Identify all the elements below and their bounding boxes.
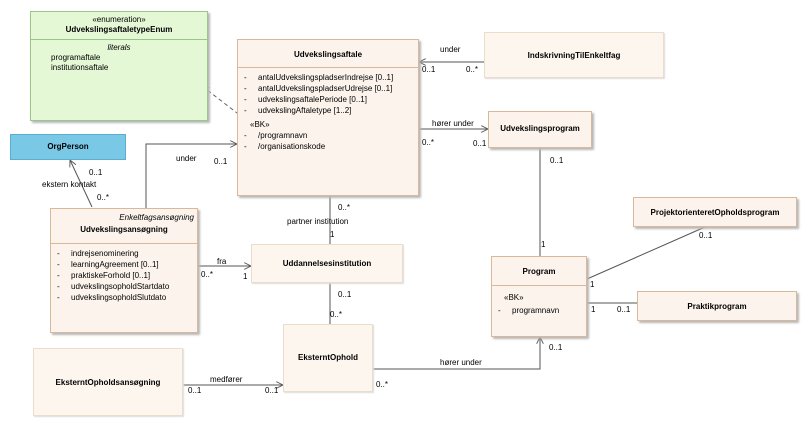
class-name: OrgPerson [47, 142, 89, 151]
class-name: Udvekslingsansøgning [80, 225, 168, 234]
class-name: Udvekslingsprogram [500, 124, 580, 133]
multiplicity-label: 0..* [201, 270, 214, 279]
bk-stereotype: «BK» [504, 293, 524, 302]
bk-stereotype: «BK» [250, 120, 270, 129]
attribute-row: -learningAgreement [0..1] [57, 260, 159, 269]
multiplicity-label: 0..1 [265, 386, 279, 395]
attribute-row: -indrejsenominering [57, 249, 139, 258]
multiplicity-label: 0..1 [617, 305, 631, 314]
multiplicity-label: 0..* [422, 138, 435, 147]
role-label: under [440, 45, 461, 54]
attribute-row: -udvekslingsopholdStartdato [57, 282, 170, 291]
attribute-row: -programnavn [498, 306, 560, 315]
multiplicity-label: 0..1 [699, 231, 713, 240]
multiplicity-label: 0..1 [89, 168, 103, 177]
attribute-row: -antalUdvekslingspladserIndrejse [0..1] [244, 73, 394, 82]
multiplicity-label: 0..1 [214, 157, 228, 166]
multiplicity-label: 0..* [330, 310, 343, 319]
enum-literal: institutionsaftale [51, 63, 109, 72]
class-name: Program [522, 267, 556, 276]
class-udvekslingsprogram[interactable]: Udvekslingsprogram [488, 111, 592, 148]
multiplicity-label: 0..* [466, 65, 479, 74]
multiplicity-label: 0..1 [422, 65, 436, 74]
attribute-row: -/organisationskode [244, 142, 326, 151]
class-udvekslingsansoegning[interactable]: Enkeltfagsansøgning Udvekslingsansøgning… [50, 208, 198, 333]
multiplicity-label: 0..* [338, 203, 351, 212]
enum-stereotype: «enumeration» [92, 15, 146, 24]
multiplicity-label: 1 [591, 305, 596, 314]
multiplicity-label: 0..1 [188, 386, 202, 395]
multiplicity-label: 0..1 [549, 343, 563, 352]
class-eksterntophold[interactable]: EksterntOphold [283, 324, 373, 392]
multiplicity-label: 1 [541, 240, 546, 249]
attribute-row: -antalUdvekslingspladserUdrejse [0..1] [244, 84, 393, 93]
class-name: IndskrivningTilEnkeltfag [527, 51, 621, 60]
multiplicity-label: 0..1 [550, 156, 564, 165]
abstract-label: Enkeltfagsansøgning [119, 213, 194, 222]
role-label: hører under [432, 119, 474, 128]
role-label: hører under [440, 358, 482, 367]
class-name: Praktikprogram [687, 302, 747, 311]
attribute-row: -udvekslingsaftalePeriode [0..1] [244, 95, 367, 104]
class-indskrivning[interactable]: IndskrivningTilEnkeltfag [484, 32, 664, 78]
class-name: Udvekslingsaftale [293, 50, 363, 59]
role-label: fra [217, 257, 227, 266]
class-eksterntopholdsansoegning[interactable]: EksterntOpholdsansøgning [33, 348, 183, 416]
enum-section-label: literals [107, 43, 131, 52]
class-program[interactable]: Program «BK» -programnavn [491, 256, 587, 337]
multiplicity-label: 0..1 [473, 139, 487, 148]
attribute-row: -praktiskeForhold [0..1] [57, 271, 151, 280]
enum-class-box[interactable]: «enumeration» UdvekslingsaftaletypeEnum … [30, 11, 208, 121]
enum-class-name: UdvekslingsaftaletypeEnum [65, 25, 173, 34]
multiplicity-label: 0..* [97, 193, 110, 202]
class-name: Uddannelsesinstitution [282, 259, 372, 268]
attribute-row: -/programnavn [244, 131, 308, 140]
assoc-ansoegning-orgperson [70, 160, 93, 208]
multiplicity-label: 1 [590, 280, 595, 289]
role-label: medfører [210, 375, 243, 384]
assoc-program-projekt [586, 226, 706, 280]
class-praktikprogram[interactable]: Praktikprogram [637, 291, 797, 321]
class-orgperson[interactable]: OrgPerson [10, 134, 126, 160]
class-name: ProjektorienteretOpholdsprogram [650, 208, 780, 217]
class-udvekslingsaftale[interactable]: Udvekslingsaftale -antalUdvekslingsplads… [237, 39, 419, 196]
multiplicity-label: 0..* [376, 380, 389, 389]
assoc-ansoegning-aftale [145, 144, 237, 208]
role-label: partner institution [287, 217, 349, 226]
multiplicity-label: 1 [330, 230, 335, 239]
class-name: EksterntOpholdsansøgning [55, 378, 161, 387]
attribute-row: -udvekslingAftaletype [1..2] [244, 106, 352, 115]
multiplicity-label: 1 [243, 272, 248, 281]
attribute-row: -udvekslingsopholdSlutdato [57, 293, 167, 302]
enum-literal: programaftale [51, 53, 101, 62]
assoc-eksterntophold-program [373, 337, 540, 370]
role-label: under [176, 154, 197, 163]
role-label: ekstern kontakt [42, 180, 97, 189]
class-uddannelsesinstitution[interactable]: Uddannelsesinstitution [251, 244, 403, 283]
class-projektorienteret[interactable]: ProjektorienteretOpholdsprogram [633, 197, 797, 227]
multiplicity-label: 0..1 [338, 290, 352, 299]
class-name: EksterntOphold [297, 353, 358, 362]
